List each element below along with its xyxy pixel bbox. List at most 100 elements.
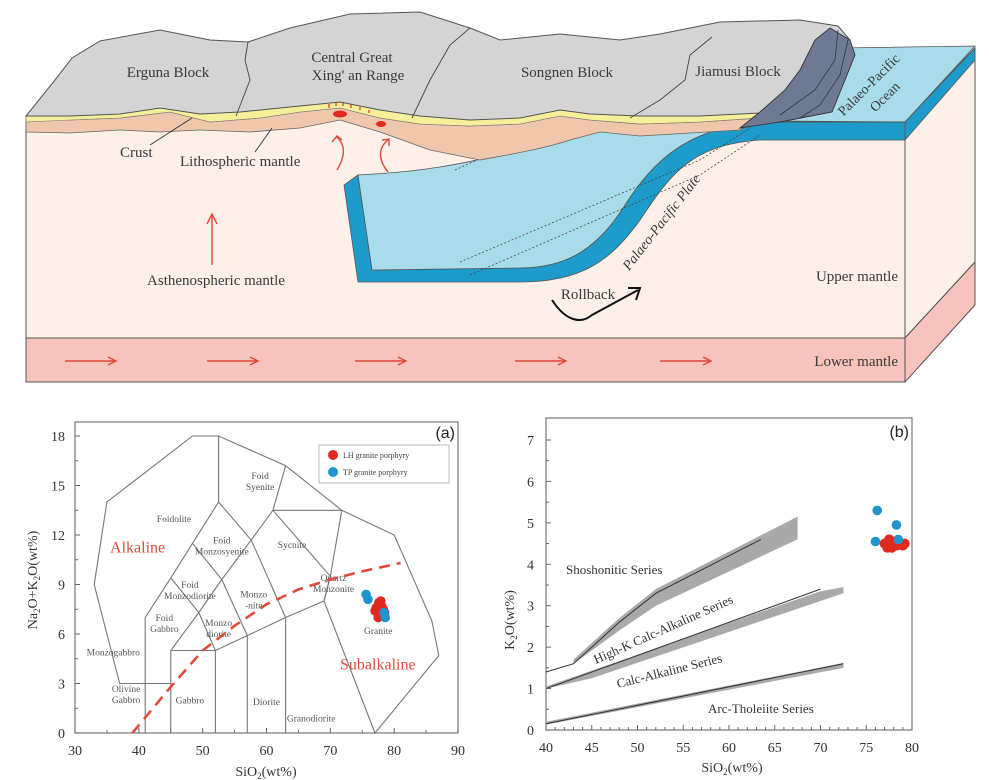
x-tick-label: 70 [323, 744, 337, 759]
melt-body-1 [333, 110, 347, 118]
tas-field-label: Monzosyenite [195, 547, 249, 557]
y-tick-label: 6 [58, 628, 65, 643]
label-rollback: Rollback [561, 287, 616, 303]
tas-field-label: Granite [364, 627, 393, 637]
upwelling-arrow-2 [379, 139, 389, 173]
label-asthenospheric-mantle: Asthenospheric mantle [147, 273, 285, 289]
y-tick-label: 15 [51, 480, 65, 495]
block-boundary-3 [629, 36, 713, 119]
flow-arrow [65, 356, 118, 366]
series-boundary-line [545, 663, 844, 725]
data-point-lh [375, 596, 386, 606]
tas-field-label: Syenite [246, 483, 275, 493]
legend-label-lh: LH granite porphyry [343, 451, 409, 460]
legend-label-tp: TP granite porphyry [343, 468, 408, 477]
tas-field-boundary [218, 501, 287, 733]
alkaline-subalkaline-divider [131, 561, 401, 734]
region-label-subalkaline: Subalkaline [340, 657, 416, 674]
tas-field-label: Foid [213, 536, 231, 546]
label-central-great: Central Great [311, 50, 393, 66]
label-xingan-range: Xing' an Range [312, 68, 405, 84]
tas-field-label: Monzogabbro [87, 648, 141, 658]
x-tick-label: 80 [387, 744, 401, 759]
tas-field-label: Foid [156, 614, 174, 624]
tas-field-label: Monzonite [313, 585, 354, 595]
tas-field-label: Monzodiorite [164, 592, 216, 602]
chart-b-frame [545, 417, 913, 731]
y-tick-label: 12 [51, 529, 65, 544]
x-tick-label: 30 [68, 744, 82, 759]
label-songnen-block: Songnen Block [521, 65, 614, 81]
tas-field-boundary [170, 465, 343, 652]
tas-field-boundary [144, 436, 220, 733]
y-tick-label: 3 [527, 600, 534, 615]
tas-field-boundaries [93, 435, 440, 735]
chart-a-panel-label: (a) [435, 425, 455, 442]
x-tick-label: 70 [814, 741, 828, 756]
data-point-tp [380, 612, 391, 623]
x-tick-label: 40 [539, 741, 553, 756]
tas-field-label: Gabbro [112, 696, 141, 706]
tas-field-label: Foid [181, 581, 199, 591]
tas-field-boundary [93, 435, 287, 733]
block-boundary-1 [235, 41, 251, 117]
tas-field-boundary [192, 542, 248, 733]
tas-field-label: Monzo [205, 619, 232, 629]
tas-field-label: Olivine [112, 685, 141, 695]
x-tick-label: 65 [768, 741, 782, 756]
tas-diagram-chart: FoidSyeniteFoidoliteFoidMonzosyeniteSycn… [26, 421, 465, 780]
x-tick-label: 80 [905, 741, 919, 756]
series-boundary-line [545, 538, 762, 673]
label-erguna-block: Erguna Block [127, 65, 210, 81]
series-label-shoshonitic: Shoshonitic Series [566, 562, 662, 577]
tas-field-label: -nite [245, 602, 262, 612]
label-lower-mantle: Lower mantle [814, 354, 898, 370]
y-tick-label: 3 [58, 678, 65, 693]
data-point-tp [872, 505, 883, 516]
y-tick-label: 9 [58, 579, 65, 594]
tas-field-label: Foid [251, 472, 269, 482]
melt-body-2 [376, 121, 386, 127]
rollback-arrow-head [628, 287, 642, 301]
flow-arrow [515, 356, 568, 366]
tas-field-label: Granodiorite [287, 714, 336, 724]
flow-arrow [207, 356, 260, 366]
y-tick-label: 6 [527, 475, 534, 490]
tas-field-label: Monzo [240, 591, 267, 601]
x-tick-label: 90 [451, 744, 465, 759]
y-tick-label: 5 [527, 517, 534, 532]
y-tick-label: 18 [51, 430, 65, 445]
tas-field-label: Sycnite [278, 541, 307, 551]
series-label-arc-tholeiite: Arc-Tholeiite Series [708, 701, 814, 716]
legend-marker-lh [328, 450, 338, 460]
tas-field-boundary [170, 577, 216, 733]
legend-marker-tp [328, 467, 338, 477]
tas-field-boundary [272, 509, 440, 735]
x-tick-label: 55 [676, 741, 690, 756]
accretionary-complex [738, 27, 856, 129]
label-crust: Crust [120, 145, 153, 161]
chart-b-y-label: K2O(wt%) [503, 590, 519, 650]
x-tick-label: 60 [722, 741, 736, 756]
lower-mantle-flow-arrows [65, 356, 713, 366]
data-point-tp [891, 520, 902, 530]
rollback-arrow [551, 289, 639, 321]
tas-field-label: Gabbro [150, 625, 179, 635]
plate-dotted-1 [459, 127, 751, 263]
chart-b-x-label: SiO2(wt%) [701, 761, 763, 777]
upwelling-arrow-1 [336, 136, 345, 171]
upwelling-arrow-2-head [381, 138, 390, 146]
chart-a-legend: LH granite porphyry TP granite porphyry [318, 444, 450, 484]
region-label-alkaline: Alkaline [110, 540, 165, 557]
upwelling-arrow-1-head [331, 135, 343, 143]
x-tick-label: 45 [585, 741, 599, 756]
data-point-tp [870, 536, 881, 547]
y-tick-label: 7 [527, 434, 534, 449]
chart-a-y-label: Na2O+K2O(wt%) [26, 530, 42, 629]
chart-b-panel-label: (b) [889, 424, 909, 441]
flow-arrow [355, 356, 408, 366]
label-upper-mantle: Upper mantle [816, 269, 898, 285]
